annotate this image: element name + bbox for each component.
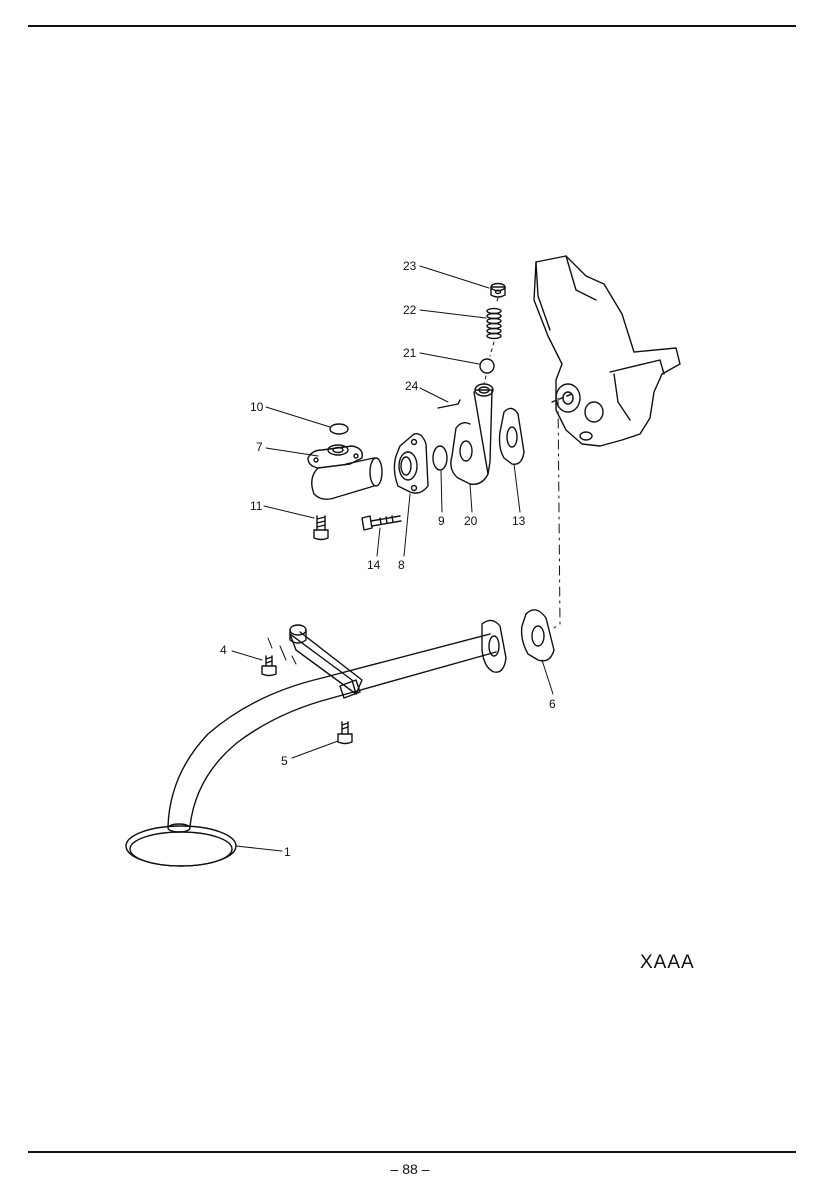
relief-valve-ball <box>479 358 495 374</box>
diagram-code: XAAA <box>640 952 695 973</box>
callout-8: 8 <box>398 558 405 572</box>
top-rule <box>28 25 796 27</box>
oil-pump-body <box>533 255 681 447</box>
callout-6: 6 <box>549 697 556 711</box>
gasket-10 <box>329 423 349 435</box>
elbow-pipe <box>307 444 383 501</box>
callout-5: 5 <box>281 754 288 768</box>
callout-21: 21 <box>403 346 417 360</box>
relief-valve-cap <box>490 282 506 298</box>
callout-11: 11 <box>250 499 263 513</box>
gasket-6 <box>520 609 555 662</box>
bottom-rule <box>28 1151 796 1153</box>
cotter-pin <box>437 399 461 409</box>
alignment-lines <box>483 297 561 629</box>
callout-24: 24 <box>405 379 419 393</box>
bolt-4 <box>261 655 277 677</box>
callout-10: 10 <box>250 400 264 414</box>
callout-14: 14 <box>367 558 381 572</box>
callout-23: 23 <box>403 259 417 273</box>
callout-13: 13 <box>512 514 526 528</box>
flange-8 <box>393 433 429 494</box>
bolt-11 <box>313 515 329 541</box>
callout-labels: 23 22 21 24 10 7 11 14 8 9 20 13 4 5 6 1 <box>220 259 556 859</box>
bolt-14 <box>361 515 402 531</box>
gasket-13 <box>498 407 525 465</box>
bolt-5 <box>337 721 353 745</box>
callout-9: 9 <box>438 514 445 528</box>
strainer-pipe <box>167 619 507 833</box>
callout-20: 20 <box>464 514 478 528</box>
relief-valve-housing <box>450 383 494 485</box>
support-bracket <box>267 624 363 699</box>
page-number: – 88 – <box>390 1161 430 1177</box>
callout-22: 22 <box>403 303 417 317</box>
callout-7: 7 <box>256 440 263 454</box>
leader-lines <box>231 265 554 852</box>
callout-4: 4 <box>220 643 227 657</box>
callout-1: 1 <box>284 845 291 859</box>
strainer-screen <box>125 825 237 867</box>
relief-valve-spring <box>486 307 502 340</box>
o-ring <box>432 445 448 471</box>
